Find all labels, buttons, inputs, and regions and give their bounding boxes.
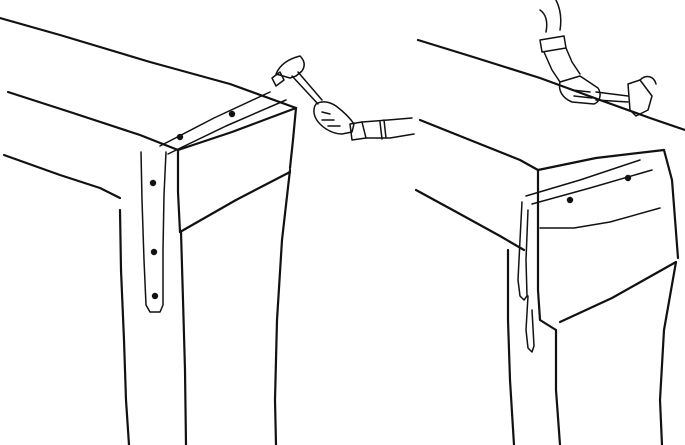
right-post-front-edge — [556, 330, 560, 445]
right-beam-end-bottom — [560, 262, 676, 322]
left-strap-vertical — [141, 152, 166, 312]
hammer-icon — [628, 80, 652, 116]
right-end-midline — [540, 208, 660, 228]
right-sleeve-cuff — [540, 36, 566, 52]
left-strap-nail-4 — [151, 249, 157, 255]
right-strip-nail-1 — [567, 197, 573, 203]
left-beam-back-top-edge — [0, 18, 296, 108]
left-post-left-edge — [120, 210, 129, 445]
right-strip-drape-a — [518, 202, 528, 300]
right-strip-drape-b — [526, 296, 534, 352]
left-beam-end-bottom — [180, 172, 290, 232]
right-beam-bottom-edge — [416, 190, 524, 250]
left-beam-front-top-edge — [8, 92, 178, 150]
left-strap-nail-3 — [150, 180, 156, 186]
right-beam-assembly — [416, 40, 685, 445]
right-strip-nail-2 — [625, 175, 631, 181]
left-beam-end-left — [178, 150, 180, 232]
left-beam-end-right — [290, 108, 296, 168]
right-strip-top-edge-b — [532, 170, 652, 204]
left-beam-end-top — [178, 108, 296, 150]
left-forearm — [362, 118, 414, 138]
left-beam-assembly — [0, 18, 296, 445]
left-strap-top-edge-b — [168, 100, 286, 154]
right-beam-back-top-edge — [418, 40, 685, 130]
right-beam-end-left — [538, 170, 556, 330]
left-sleeve-band — [380, 120, 386, 139]
hammer-face-icon — [272, 72, 284, 86]
left-post-front-edge — [181, 232, 186, 445]
right-beam-end-right — [664, 150, 678, 258]
left-strap-nail-5 — [152, 293, 158, 299]
left-strap-nail-1 — [177, 134, 183, 140]
left-beam-bottom-edge — [4, 155, 120, 198]
right-hand-fist — [560, 76, 601, 104]
hammer-handle — [292, 72, 322, 104]
right-post-left-edge — [508, 250, 514, 445]
right-beam-front-top-edge — [420, 120, 538, 170]
left-hand-fingers — [322, 112, 340, 126]
left-hand-fist — [314, 102, 354, 134]
right-post-right-edge — [660, 262, 676, 445]
left-strap-nail-2 — [229, 111, 235, 117]
left-post-right-edge — [275, 170, 290, 445]
right-upper-arm — [540, 0, 561, 32]
right-beam-end-top — [538, 150, 664, 170]
